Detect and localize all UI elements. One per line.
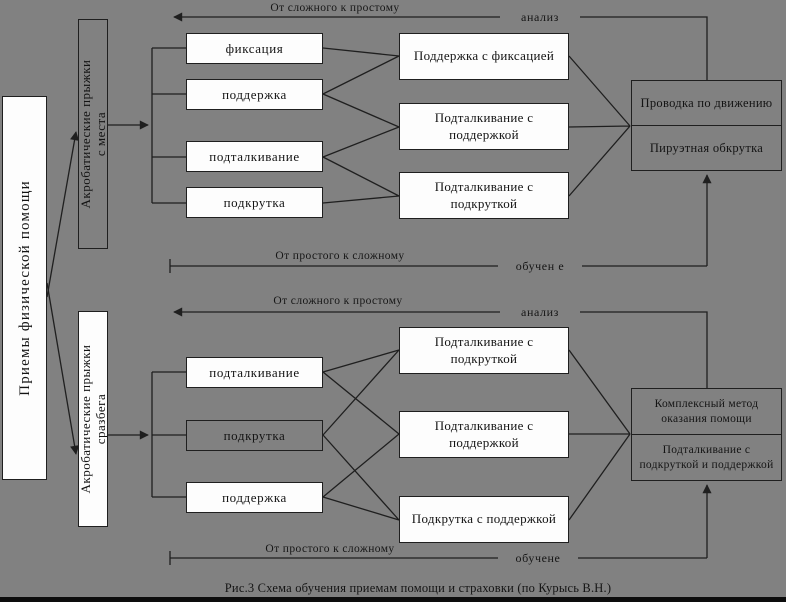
group-box-jumps-from-run: Акробатические прыжки сразбега: [78, 311, 108, 527]
flow-label-complex-to-simple-top: От сложного к простому: [270, 2, 400, 14]
tech-box-push: подталкивание: [186, 141, 323, 172]
root-box-physical-assistance: Приемы физической помощи: [2, 96, 47, 480]
tech-box-twist: подкрутка: [186, 187, 323, 218]
result-top-secondary: Пируэтная обкрутка: [649, 140, 764, 155]
flow-label-simple-to-complex-bottom: От простого к сложному: [265, 543, 395, 555]
bottom-combo-to-result-links: [568, 349, 631, 521]
top-tech-to-combo-links: [322, 47, 400, 204]
training-label-bottom: обучене: [498, 551, 578, 566]
bottom-connector-stubs: [152, 371, 186, 498]
result-box-bottom: Комплексный метод оказания помощи Подтал…: [631, 388, 782, 481]
arrow-root-to-bottom-group: [46, 282, 80, 455]
combo-box-push-with-support-b: Подталкивание с поддержкой: [399, 411, 569, 458]
analysis-label-top: анализ: [500, 10, 580, 25]
top-combo-to-result-links: [568, 55, 631, 197]
tech-box-support: поддержка: [186, 79, 323, 110]
analysis-label-bottom: анализ: [500, 305, 580, 320]
bottom-tech-to-combo-links: [322, 349, 400, 521]
group-label-line2: сразбега: [93, 393, 108, 445]
result-top-primary: Проводка по движению: [632, 81, 781, 126]
top-analysis-arrow: [173, 12, 708, 80]
result-bottom-secondary: Подталкивание с подкруткой и поддержкой: [639, 443, 774, 471]
result-bottom-primary: Комплексный метод оказания помощи: [632, 389, 781, 435]
tech-box-push-b: подталкивание: [186, 357, 323, 388]
top-connector-stubs: [152, 47, 186, 204]
figure-caption: Рис.3 Схема обучения приемам помощи и ст…: [224, 581, 612, 595]
combo-box-twist-with-support-b: Подкрутка с поддержкой: [399, 496, 569, 543]
flow-label-simple-to-complex-top: От простого к сложному: [275, 250, 405, 262]
group-label-line1: Акробатические прыжки: [78, 59, 93, 209]
arrow-root-to-top-group: [46, 131, 80, 298]
group-box-jumps-from-place: Акробатические прыжки с места: [78, 19, 108, 249]
tech-box-support-b: поддержка: [186, 482, 323, 513]
combo-box-push-with-support: Подталкивание с поддержкой: [399, 103, 569, 150]
bottom-analysis-arrow: [173, 307, 708, 388]
combo-box-support-with-fixation: Поддержка с фиксацией: [399, 33, 569, 80]
training-label-top: обучен е: [498, 259, 582, 274]
tech-box-twist-b: подкрутка: [186, 420, 323, 451]
bottom-bar: [0, 597, 786, 602]
flow-label-complex-to-simple-bottom: От сложного к простому: [273, 295, 403, 307]
result-box-top: Проводка по движению Пируэтная обкрутка: [631, 80, 782, 171]
group-label-line1: Акробатические прыжки: [78, 344, 93, 494]
group-label-line2: с места: [93, 111, 108, 157]
tech-box-fixation: фиксация: [186, 33, 323, 64]
combo-box-push-with-twist: Подталкивание с подкруткой: [399, 172, 569, 219]
root-box-label: Приемы физической помощи: [16, 180, 33, 396]
combo-box-push-with-twist-b: Подталкивание с подкруткой: [399, 327, 569, 374]
